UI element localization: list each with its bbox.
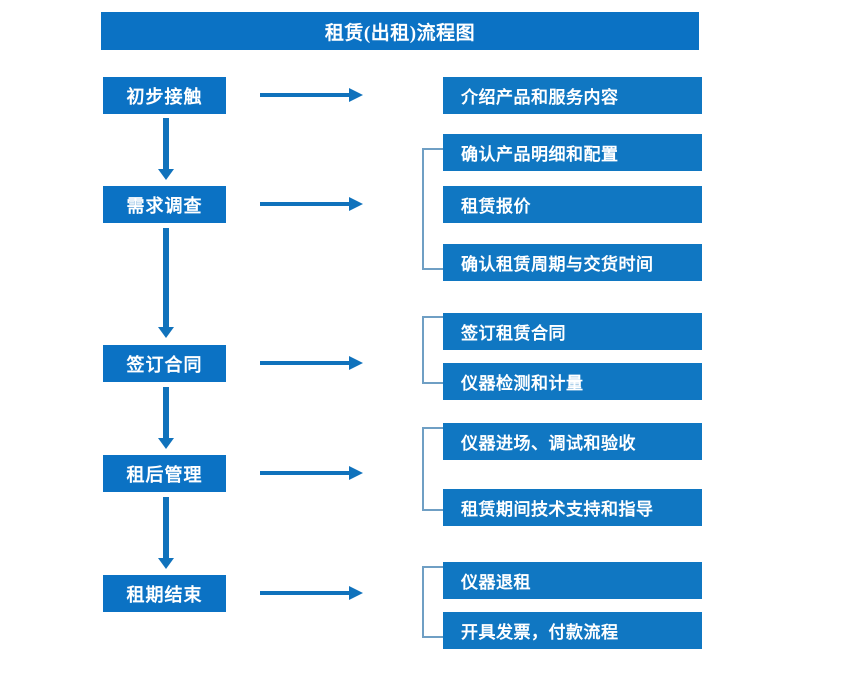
arrow-head xyxy=(158,327,174,338)
detail-box-instrument-inspection[interactable]: 仪器检测和计量 xyxy=(443,363,702,400)
arrow-shaft xyxy=(260,93,350,97)
horizontal-arrow-3 xyxy=(260,356,363,370)
horizontal-arrow-1 xyxy=(260,88,363,102)
group-bracket-5 xyxy=(422,566,443,638)
vertical-arrow-3 xyxy=(158,387,174,449)
detail-box-instrument-return[interactable]: 仪器退租 xyxy=(443,562,702,599)
stage-box-sign-contract[interactable]: 签订合同 xyxy=(103,345,226,382)
detail-box-rental-quotation[interactable]: 租赁报价 xyxy=(443,186,702,223)
stage-box-initial-contact[interactable]: 初步接触 xyxy=(103,77,226,114)
vertical-arrow-4 xyxy=(158,497,174,569)
arrow-shaft xyxy=(163,228,169,327)
stage-box-post-rental-management[interactable]: 租后管理 xyxy=(103,455,226,492)
detail-box-introduce-products[interactable]: 介绍产品和服务内容 xyxy=(443,77,702,114)
stage-box-requirement-survey[interactable]: 需求调查 xyxy=(103,186,226,223)
arrow-shaft xyxy=(260,361,350,365)
detail-box-sign-rental-contract[interactable]: 签订租赁合同 xyxy=(443,313,702,350)
detail-box-confirm-rental-period[interactable]: 确认租赁周期与交货时间 xyxy=(443,244,702,281)
arrow-head xyxy=(349,356,363,370)
horizontal-arrow-4 xyxy=(260,466,363,480)
detail-box-invoice-payment[interactable]: 开具发票，付款流程 xyxy=(443,612,702,649)
arrow-head xyxy=(349,466,363,480)
group-bracket-2 xyxy=(422,148,443,270)
horizontal-arrow-5 xyxy=(260,586,363,600)
detail-box-instrument-entry-commissioning[interactable]: 仪器进场、调试和验收 xyxy=(443,423,702,460)
arrow-shaft xyxy=(163,497,169,558)
arrow-shaft xyxy=(260,202,350,206)
group-bracket-3 xyxy=(422,316,443,384)
vertical-arrow-2 xyxy=(158,228,174,338)
arrow-head xyxy=(158,438,174,449)
detail-box-technical-support[interactable]: 租赁期间技术支持和指导 xyxy=(443,489,702,526)
detail-box-confirm-product-details[interactable]: 确认产品明细和配置 xyxy=(443,134,702,171)
arrow-head xyxy=(158,558,174,569)
vertical-arrow-1 xyxy=(158,118,174,180)
group-bracket-4 xyxy=(422,427,443,511)
arrow-head xyxy=(349,88,363,102)
arrow-shaft xyxy=(260,471,350,475)
stage-box-rental-end[interactable]: 租期结束 xyxy=(103,575,226,612)
page-title: 租赁(出租)流程图 xyxy=(101,12,699,50)
arrow-shaft xyxy=(260,591,350,595)
arrow-head xyxy=(349,197,363,211)
arrow-head xyxy=(349,586,363,600)
horizontal-arrow-2 xyxy=(260,197,363,211)
arrow-shaft xyxy=(163,387,169,438)
arrow-head xyxy=(158,169,174,180)
arrow-shaft xyxy=(163,118,169,169)
